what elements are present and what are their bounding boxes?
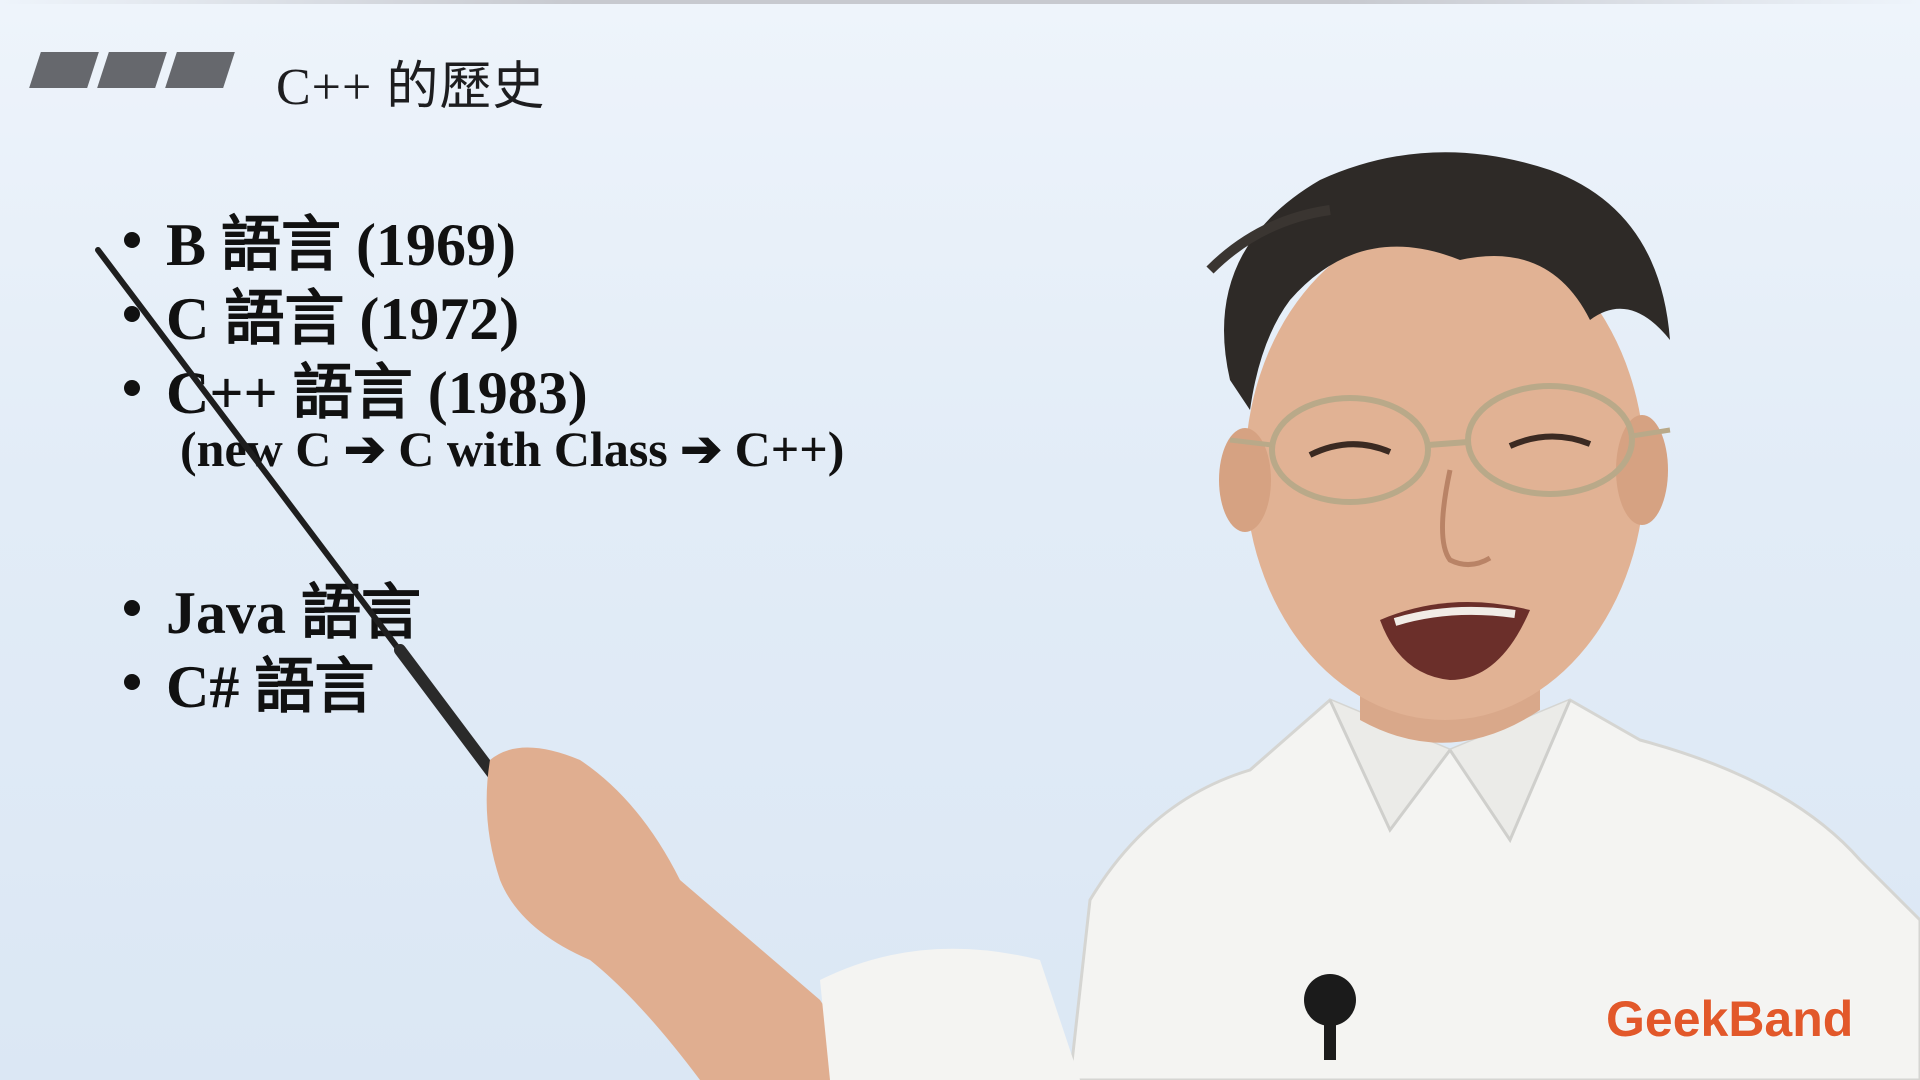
cpp-evolution-note: (new C ➔ C with Class ➔ C++) bbox=[180, 421, 845, 477]
bullet-item: B 語言 (1969) bbox=[124, 196, 516, 283]
bullet-item: C# 語言 bbox=[124, 638, 374, 725]
bullet-text: B 語言 (1969) bbox=[166, 212, 516, 278]
top-divider bbox=[0, 0, 1920, 4]
bullet-item: C++ 語言 (1983) bbox=[124, 344, 588, 431]
bullet-dot bbox=[124, 305, 140, 322]
bullet-dot bbox=[124, 379, 140, 396]
bullet-text: Java 語言 bbox=[166, 580, 421, 646]
slide-title: C++ 的歷史 bbox=[276, 59, 546, 116]
bullet-item: Java 語言 bbox=[124, 564, 421, 651]
bullet-dot bbox=[124, 231, 140, 248]
bullet-text: C++ 語言 (1983) bbox=[166, 360, 588, 426]
presenter bbox=[1068, 152, 1920, 1080]
bullet-text: C# 語言 bbox=[166, 654, 375, 720]
geekband-logo: GeekBand bbox=[1606, 991, 1854, 1047]
bullet-item: C 語言 (1972) bbox=[124, 270, 519, 357]
bullet-dot bbox=[124, 599, 140, 616]
bullet-text: C 語言 (1972) bbox=[166, 286, 520, 352]
bullet-dot bbox=[124, 673, 140, 690]
